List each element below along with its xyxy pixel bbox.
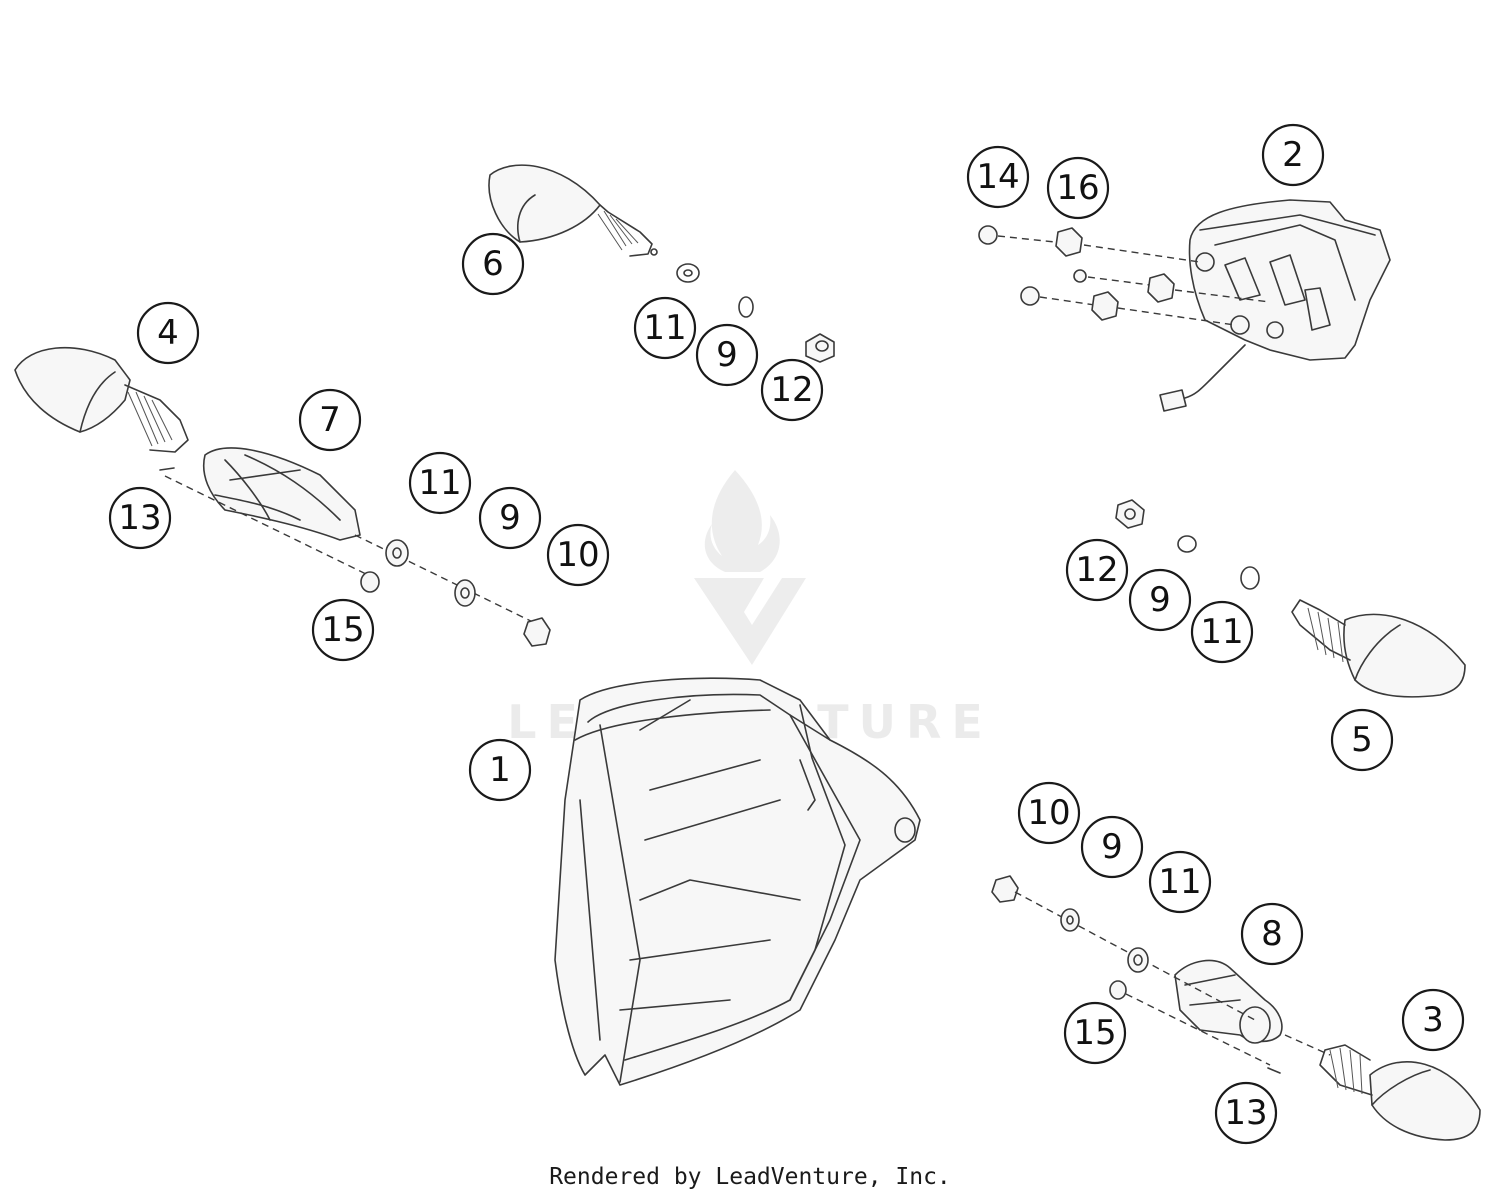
callout-13-a: 13 [108, 486, 172, 550]
callout-2-label: 2 [1282, 135, 1304, 175]
callout-2: 2 [1261, 123, 1325, 187]
callout-15-a-label: 15 [321, 610, 364, 650]
signal-bracket-left [202, 447, 361, 541]
callout-11-d: 11 [1148, 850, 1212, 914]
callout-9-d-label: 9 [1101, 827, 1123, 867]
callout-9-b-label: 9 [499, 498, 521, 538]
callout-7-label: 7 [319, 400, 341, 440]
callout-9-d: 9 [1080, 815, 1144, 879]
callout-15-b: 15 [1063, 1001, 1127, 1065]
washer-set-5 [1115, 499, 1260, 590]
tail-light [1159, 199, 1391, 412]
callout-11-b-label: 11 [418, 463, 461, 503]
turn-signal-rear-left [14, 346, 189, 453]
callout-10-a: 10 [546, 523, 610, 587]
headlight [554, 677, 921, 1086]
callout-6-label: 6 [482, 244, 504, 284]
callout-1: 1 [468, 738, 532, 802]
callout-12-a: 12 [760, 358, 824, 422]
watermark-flame-icon [704, 470, 780, 572]
callout-11-d-label: 11 [1158, 862, 1201, 902]
callout-10-b-label: 10 [1027, 793, 1070, 833]
washer-set-6 [676, 263, 835, 363]
callout-9-a-label: 9 [716, 335, 738, 375]
callout-11-a-label: 11 [643, 308, 686, 348]
callout-15-a: 15 [311, 598, 375, 662]
callout-11-c: 11 [1190, 600, 1254, 664]
callout-13-b-label: 13 [1224, 1093, 1267, 1133]
callout-8-label: 8 [1261, 914, 1283, 954]
callout-4-label: 4 [157, 313, 179, 353]
callout-9-c-label: 9 [1149, 580, 1171, 620]
callout-1-label: 1 [489, 750, 511, 790]
callout-13-b: 13 [1214, 1081, 1278, 1145]
turn-signal-front-left [488, 164, 658, 257]
callout-10-b: 10 [1017, 781, 1081, 845]
callout-15-b-label: 15 [1073, 1013, 1116, 1053]
callout-7: 7 [298, 388, 362, 452]
signal-bracket-right-fasteners [991, 875, 1331, 1074]
callout-4: 4 [136, 301, 200, 365]
callout-5: 5 [1330, 708, 1394, 772]
callout-9-c: 9 [1128, 568, 1192, 632]
signal-bracket-right [1174, 959, 1283, 1044]
callout-12-b-label: 12 [1075, 550, 1118, 590]
watermark-v-icon [694, 578, 806, 665]
callout-8: 8 [1240, 902, 1304, 966]
callout-12-b: 12 [1065, 538, 1129, 602]
callout-11-b: 11 [408, 451, 472, 515]
turn-signal-rear-right [1319, 1044, 1481, 1141]
tail-light-fasteners [978, 225, 1271, 326]
callout-3: 3 [1401, 988, 1465, 1052]
callout-9-a: 9 [695, 323, 759, 387]
callout-14-label: 14 [976, 157, 1019, 197]
callout-12-a-label: 12 [770, 370, 813, 410]
signal-bracket-left-fasteners [159, 467, 551, 647]
callout-16: 16 [1046, 156, 1110, 220]
callout-11-c-label: 11 [1200, 612, 1243, 652]
callout-5-label: 5 [1351, 720, 1373, 760]
footer-credit: Rendered by LeadVenture, Inc. [549, 1164, 951, 1190]
callout-11-a: 11 [633, 296, 697, 360]
callout-3-label: 3 [1422, 1000, 1444, 1040]
callout-6: 6 [461, 232, 525, 296]
callout-10-a-label: 10 [556, 535, 599, 575]
callout-16-label: 16 [1056, 168, 1099, 208]
callout-9-b: 9 [478, 486, 542, 550]
turn-signal-front-right [1291, 599, 1466, 698]
callout-13-a-label: 13 [118, 498, 161, 538]
callout-14: 14 [966, 145, 1030, 209]
